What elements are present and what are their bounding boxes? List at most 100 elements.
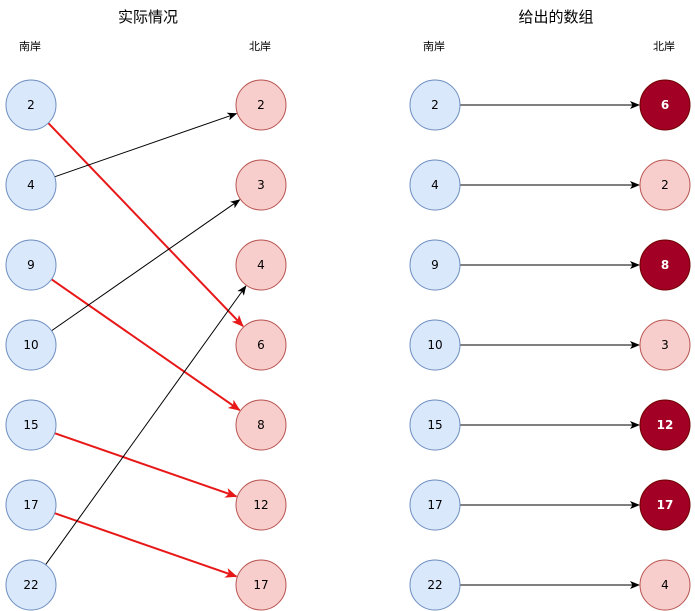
right-north-node-highlighted: 17 <box>639 479 691 531</box>
left-south-node: 4 <box>5 159 57 211</box>
left-south-node-circle <box>5 79 57 131</box>
left-south-node: 22 <box>5 559 57 611</box>
left-edge-10-to-3 <box>51 199 241 332</box>
right-south-node: 9 <box>409 239 461 291</box>
right-south-node-circle <box>409 79 461 131</box>
left-north-node-circle <box>235 79 287 131</box>
left-south-node-circle <box>5 239 57 291</box>
left-south-node-label: 9 <box>27 258 35 272</box>
right-south-node-label: 4 <box>431 178 439 192</box>
left-north-node-circle <box>235 319 287 371</box>
right-edges <box>460 101 640 589</box>
right-south-node-label: 17 <box>427 498 442 512</box>
right-south-nodes: 2 4 9 10 15 17 22 <box>409 79 461 611</box>
right-north-node-circle <box>639 559 691 611</box>
right-south-label: 南岸 <box>423 40 445 53</box>
right-north-node-highlighted-label: 17 <box>657 498 674 512</box>
left-south-node-label: 15 <box>23 418 38 432</box>
left-south-label: 南岸 <box>19 40 41 53</box>
right-south-node-label: 9 <box>431 258 439 272</box>
left-north-node-label: 2 <box>257 98 265 112</box>
right-south-node: 2 <box>409 79 461 131</box>
left-edge-17-to-17 <box>54 512 238 578</box>
left-panel-title: 实际情况 <box>118 8 178 26</box>
left-edge-2-to-6 <box>47 122 244 327</box>
left-south-node-circle <box>5 399 57 451</box>
right-south-node-label: 22 <box>427 578 442 592</box>
left-edge-15-to-12 <box>54 432 238 498</box>
right-south-node: 10 <box>409 319 461 371</box>
left-north-node-circle <box>235 559 287 611</box>
left-north-node: 4 <box>235 239 287 291</box>
left-south-node: 17 <box>5 479 57 531</box>
left-north-node-label: 3 <box>257 178 265 192</box>
right-north-label: 北岸 <box>653 40 675 53</box>
right-north-node-highlighted-label: 8 <box>661 258 669 272</box>
right-south-node: 17 <box>409 479 461 531</box>
left-south-node-label: 10 <box>23 338 38 352</box>
right-south-node-label: 10 <box>427 338 442 352</box>
left-north-node-label: 6 <box>257 338 265 352</box>
left-south-node-circle <box>5 479 57 531</box>
left-south-node-circle <box>5 159 57 211</box>
right-north-node: 3 <box>639 319 691 371</box>
right-south-node: 4 <box>409 159 461 211</box>
right-north-node-highlighted-circle <box>639 399 691 451</box>
right-south-node-circle <box>409 159 461 211</box>
right-north-node-highlighted-label: 12 <box>657 418 674 432</box>
right-panel-title: 给出的数组 <box>518 8 593 26</box>
left-north-node-circle <box>235 239 287 291</box>
right-north-node-highlighted: 6 <box>639 79 691 131</box>
right-north-node-label: 4 <box>661 578 669 592</box>
left-south-node-circle <box>5 559 57 611</box>
left-north-node: 8 <box>235 399 287 451</box>
right-north-node-highlighted-circle <box>639 79 691 131</box>
left-north-label: 北岸 <box>249 40 271 53</box>
right-north-nodes: 6 2 8 3 12 17 4 <box>639 79 691 611</box>
left-north-node: 17 <box>235 559 287 611</box>
left-south-node: 15 <box>5 399 57 451</box>
right-north-node-highlighted-label: 6 <box>661 98 669 112</box>
left-edges <box>45 112 247 578</box>
left-south-node-label: 2 <box>27 98 35 112</box>
right-south-node-circle <box>409 319 461 371</box>
left-north-node-label: 4 <box>257 258 265 272</box>
right-south-node-circle <box>409 399 461 451</box>
left-north-node: 12 <box>235 479 287 531</box>
left-south-node-circle <box>5 319 57 371</box>
left-panel: 实际情况 南岸 北岸 2 4 9 10 15 17 22 2 3 4 6 8 12 17 <box>5 8 287 611</box>
left-edge-9-to-8 <box>50 278 241 411</box>
left-south-node-label: 17 <box>23 498 38 512</box>
left-north-node-label: 12 <box>253 498 268 512</box>
right-south-node-circle <box>409 239 461 291</box>
left-north-node: 2 <box>235 79 287 131</box>
right-north-node-highlighted-circle <box>639 479 691 531</box>
right-south-node-circle <box>409 559 461 611</box>
right-south-node: 22 <box>409 559 461 611</box>
left-edge-22-to-4 <box>45 285 247 565</box>
right-north-node-circle <box>639 159 691 211</box>
left-edge-4-to-2 <box>54 112 238 178</box>
left-south-node: 9 <box>5 239 57 291</box>
right-south-node-label: 2 <box>431 98 439 112</box>
right-north-node-circle <box>639 319 691 371</box>
right-south-node: 15 <box>409 399 461 451</box>
left-south-node: 10 <box>5 319 57 371</box>
left-north-node-circle <box>235 479 287 531</box>
left-south-node-label: 22 <box>23 578 38 592</box>
right-south-node-label: 15 <box>427 418 442 432</box>
left-north-node-label: 8 <box>257 418 265 432</box>
left-north-node: 3 <box>235 159 287 211</box>
left-south-node: 2 <box>5 79 57 131</box>
right-north-node: 2 <box>639 159 691 211</box>
left-south-nodes: 2 4 9 10 15 17 22 <box>5 79 57 611</box>
left-north-node-circle <box>235 399 287 451</box>
right-north-node-label: 3 <box>661 338 669 352</box>
right-north-node-highlighted: 8 <box>639 239 691 291</box>
right-panel: 给出的数组 南岸 北岸 2 4 9 10 15 17 22 6 2 8 3 12 17 4 <box>409 8 691 611</box>
left-north-nodes: 2 3 4 6 8 12 17 <box>235 79 287 611</box>
left-south-node-label: 4 <box>27 178 35 192</box>
right-north-node-label: 2 <box>661 178 669 192</box>
left-north-node-circle <box>235 159 287 211</box>
